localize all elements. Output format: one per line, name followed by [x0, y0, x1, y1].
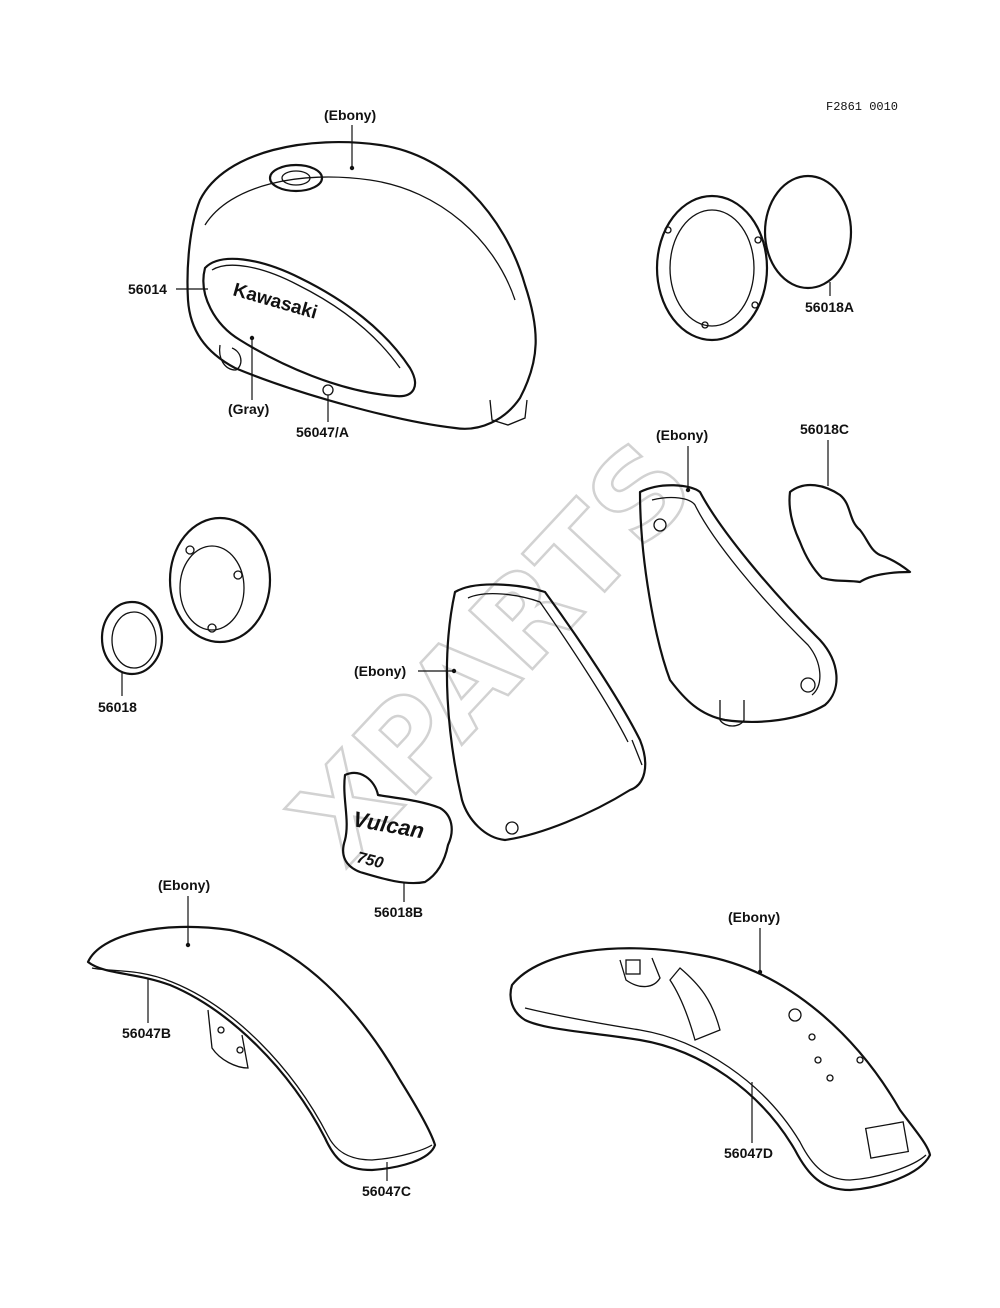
kawasaki-logo-text: Kawasaki — [231, 280, 320, 324]
vulcan-badge-750: 750 — [355, 849, 385, 872]
rear-fender — [509, 947, 932, 1192]
emblem-56018C — [788, 483, 912, 584]
diagram-code: F2861 0010 — [826, 100, 898, 114]
label-56018B: 56018B — [374, 904, 423, 920]
label-ebony-right-cover: (Ebony) — [656, 427, 708, 443]
lens-56018A — [763, 174, 853, 290]
cover-ring-right — [655, 194, 769, 342]
label-gray: (Gray) — [228, 401, 269, 417]
left-side-cover — [445, 583, 647, 842]
watermark: XPARTS — [265, 414, 721, 889]
label-56018: 56018 — [98, 699, 137, 715]
front-fender — [86, 925, 437, 1172]
label-ebony-front-fender: (Ebony) — [158, 877, 210, 893]
badge-56018 — [100, 600, 164, 676]
label-56047B: 56047B — [122, 1025, 171, 1041]
label-56047D: 56047D — [724, 1145, 773, 1161]
label-56018C: 56018C — [800, 421, 849, 437]
label-56014: 56014 — [128, 281, 167, 297]
label-ebony-tank: (Ebony) — [324, 107, 376, 123]
label-56047C: 56047C — [362, 1183, 411, 1199]
label-56018A: 56018A — [805, 299, 854, 315]
label-ebony-rear-fender: (Ebony) — [728, 909, 780, 925]
right-side-cover — [638, 484, 838, 727]
fuel-tank: Kawasaki — [186, 140, 537, 430]
cover-ring-left — [168, 516, 272, 644]
label-56047A: 56047/A — [296, 424, 349, 440]
label-ebony-left-cover: (Ebony) — [354, 663, 406, 679]
